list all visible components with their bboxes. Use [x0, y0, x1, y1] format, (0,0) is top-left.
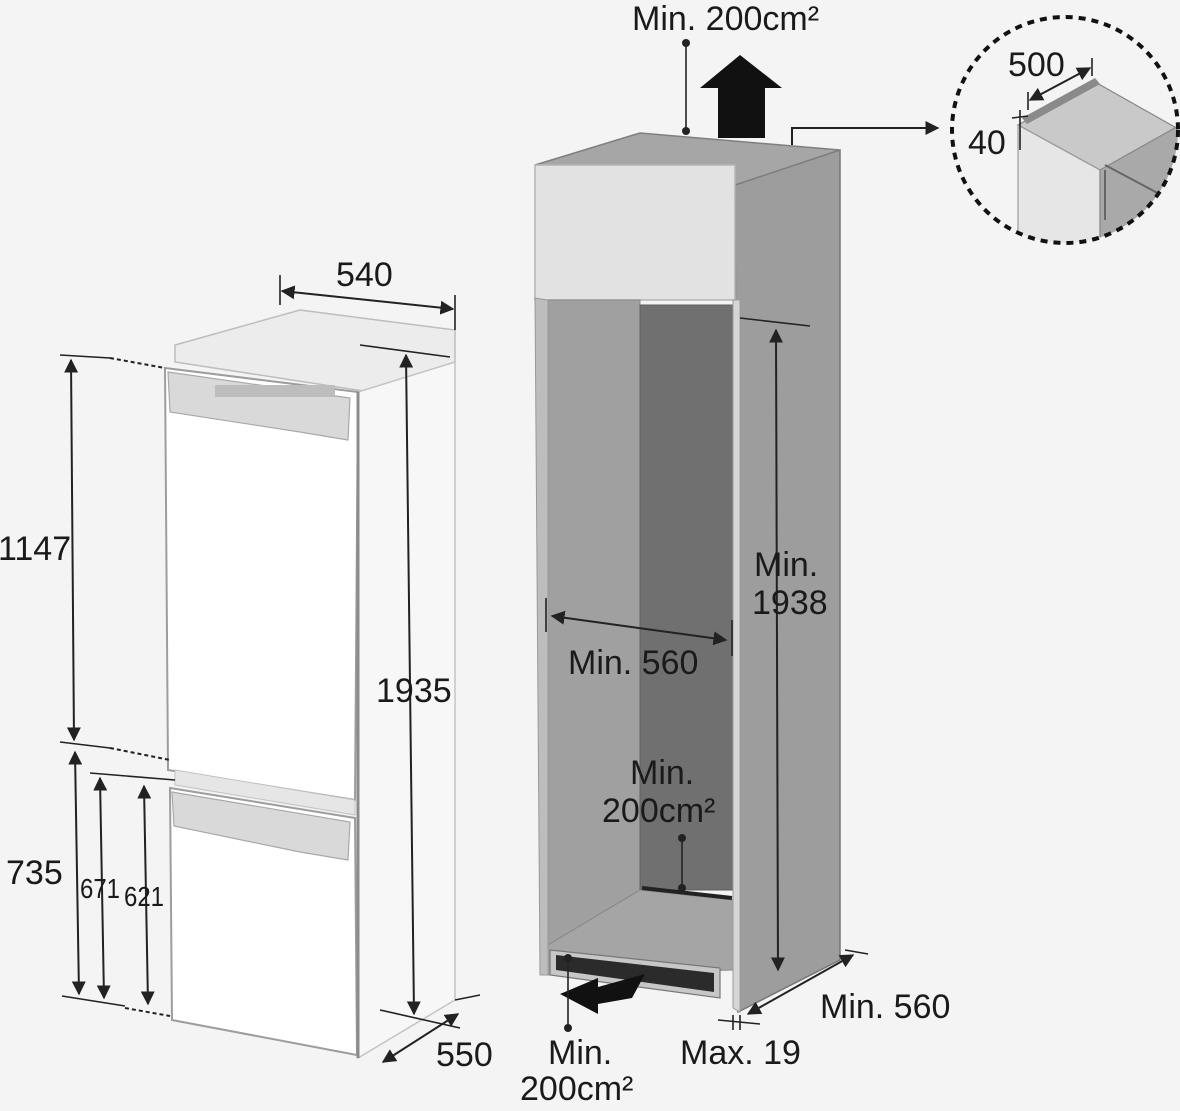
top-vent-label: Min. 200cm² — [632, 0, 819, 38]
detail-height-label: 40 — [968, 124, 1006, 162]
inner-height-label-line2: 1938 — [752, 584, 828, 622]
detail-width-label: 500 — [1008, 46, 1065, 84]
fridge-labels: 540 1147 1935 735 671 621 550 — [0, 256, 493, 1074]
bottom-vent-label-line1: Min. — [548, 1034, 612, 1072]
door-gap-label: Max. 19 — [680, 1034, 801, 1072]
cabinet-labels: Min. 200cm² Min. 560 Min. 1938 Min. 200c… — [520, 0, 950, 1108]
fridge-total-height-label: 1935 — [376, 672, 452, 710]
fridge-dimensions — [59, 275, 481, 1063]
fridge-freezer-height-b-label: 621 — [124, 881, 164, 912]
ventilation-detail-callout: 500 40 — [950, 15, 1180, 245]
cabinet-illustration — [534, 55, 841, 1014]
rear-vent-label-line1: Min. — [630, 754, 694, 792]
fridge-freezer-height-a-label: 671 — [80, 873, 120, 904]
bottom-vent-label-line2: 200cm² — [520, 1070, 633, 1106]
cabinet-depth-label: Min. 560 — [820, 988, 950, 1026]
inner-width-label: Min. 560 — [568, 644, 698, 682]
rear-vent-label-line2: 200cm² — [602, 792, 715, 830]
inner-height-label-line1: Min. — [754, 546, 818, 584]
fridge-depth-label: 550 — [436, 1036, 493, 1074]
fridge-upper-height-label: 1147 — [0, 530, 71, 568]
fridge-lower-height-label: 735 — [6, 854, 63, 892]
fridge-width-label: 540 — [336, 256, 393, 294]
cabinet-dimensions — [545, 39, 940, 1032]
fridge-illustration — [163, 309, 456, 1060]
